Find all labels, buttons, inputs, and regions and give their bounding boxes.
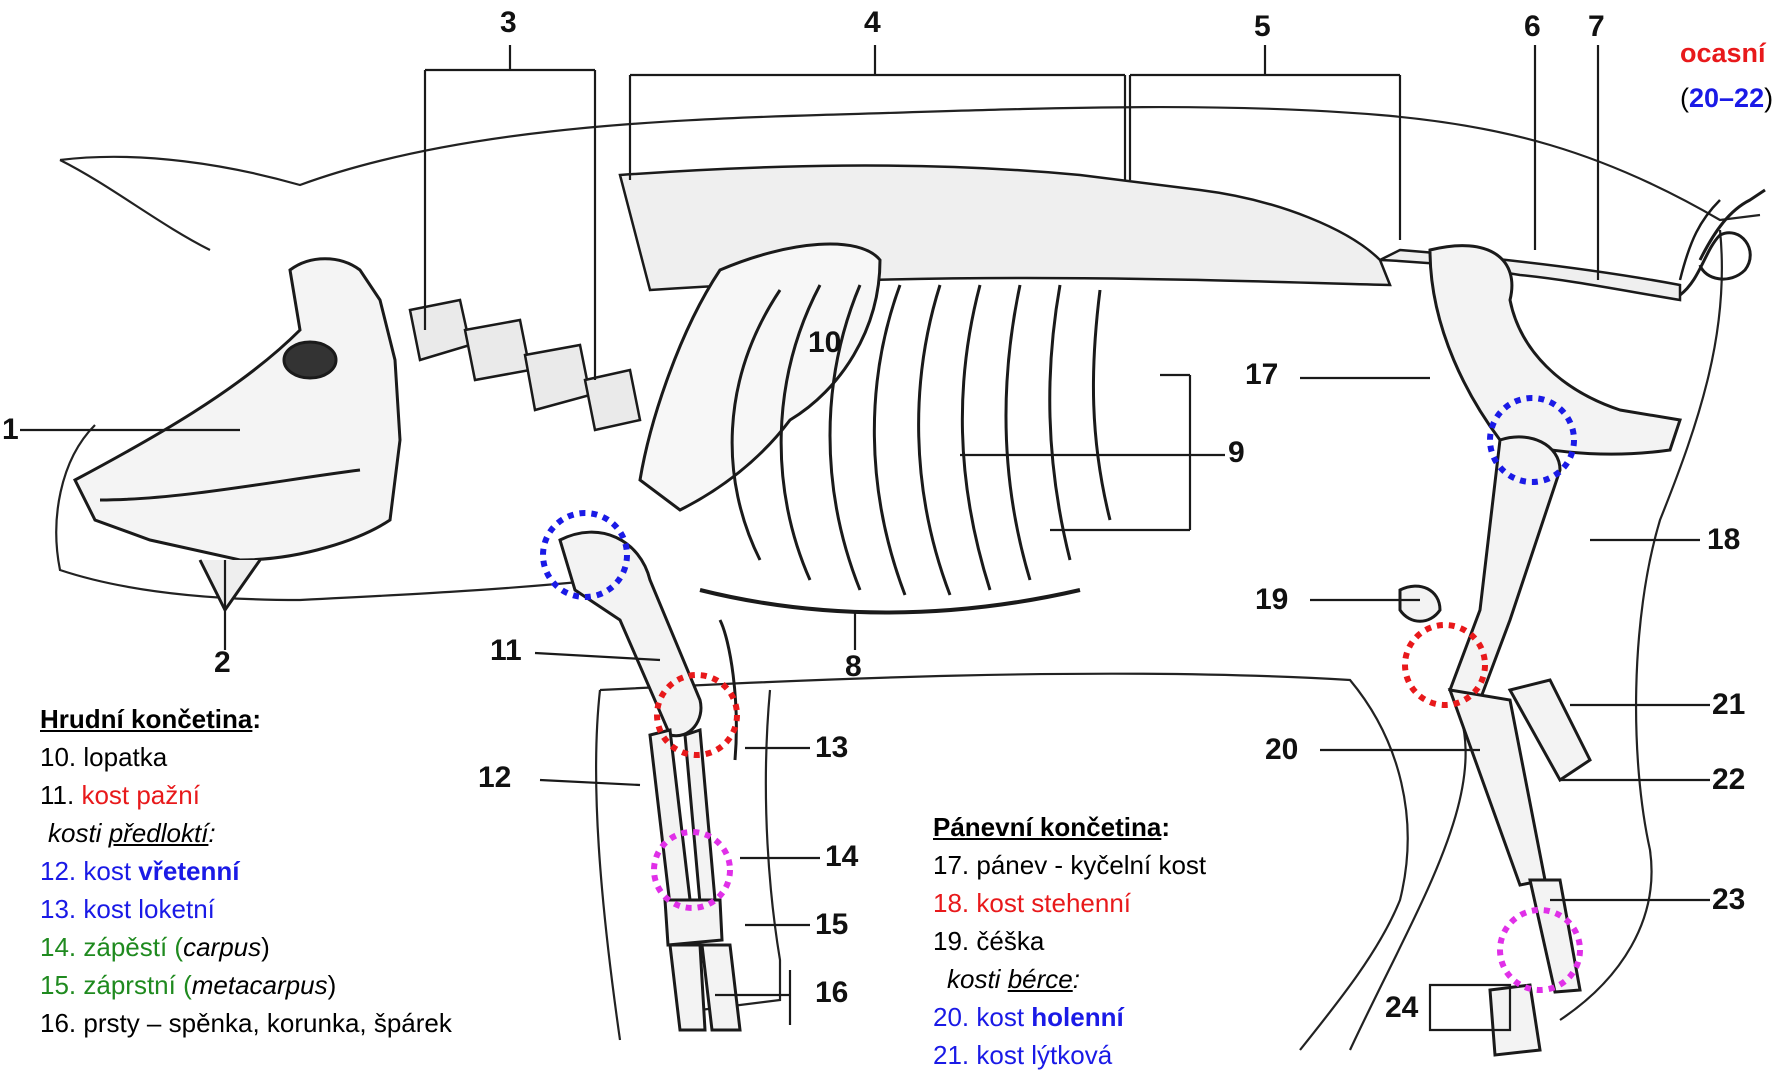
- shank-subheading: kosti bérce:: [933, 960, 1206, 998]
- legend-item-15: 15. záprstní (metacarpus): [40, 966, 452, 1004]
- tail-note-range: 20–22: [1689, 83, 1764, 113]
- legend-item-11: 11. kost pažní: [40, 776, 452, 814]
- legend-item-11-name: kost pažní: [81, 780, 200, 810]
- shank-word: bérce: [1008, 964, 1073, 994]
- legend-item-20-prefix: 20. kost: [933, 1002, 1031, 1032]
- callout-23: 23: [1712, 885, 1745, 915]
- tail-note-open-paren: (: [1680, 83, 1689, 113]
- callout-5: 5: [1254, 12, 1271, 42]
- legend-item-12: 12. kost vřetenní: [40, 852, 452, 890]
- legend-item-12-bold: vřetenní: [138, 856, 239, 886]
- tail-note-word: ocasní: [1680, 40, 1773, 67]
- callout-21: 21: [1712, 690, 1745, 720]
- legend-item-14-latin: carpus: [183, 932, 261, 962]
- callout-10: 10: [808, 328, 841, 358]
- shank-suffix: :: [1073, 964, 1080, 994]
- legend-item-20: 20. kost holenní: [933, 998, 1206, 1036]
- legend-item-21: 21. kost lýtková: [933, 1036, 1206, 1074]
- legend-item-16: 16. prsty – spěnka, korunka, špárek: [40, 1004, 452, 1042]
- legend-item-18: 18. kost stehenní: [933, 884, 1206, 922]
- callout-11: 11: [490, 636, 522, 666]
- hindlimb-bones: [1400, 437, 1590, 1055]
- callout-7: 7: [1588, 12, 1605, 42]
- legend-item-13: 13. kost loketní: [40, 890, 452, 928]
- legend-item-14-close: ): [261, 932, 270, 962]
- hindlimb-heading-row: Pánevní končetina:: [933, 808, 1206, 846]
- legend-item-15-text: 15. záprstní (: [40, 970, 192, 1000]
- forelimb-heading-colon: :: [252, 704, 261, 734]
- callout-6: 6: [1524, 12, 1541, 42]
- legend-item-20-bold: holenní: [1031, 1002, 1123, 1032]
- hindlimb-heading-colon: :: [1161, 812, 1170, 842]
- callout-14: 14: [825, 842, 858, 872]
- tail-vertebrae-note: ocasní (20–22): [1680, 40, 1773, 112]
- callout-16: 16: [815, 978, 848, 1008]
- callout-17: 17: [1245, 360, 1278, 390]
- forelimb-bones: [560, 532, 740, 1030]
- forelimb-heading: Hrudní končetina: [40, 704, 252, 734]
- forearm-prefix: kosti: [48, 818, 109, 848]
- forearm-suffix: :: [208, 818, 215, 848]
- callout-20: 20: [1265, 735, 1298, 765]
- forelimb-legend: Hrudní končetina: 10. lopatka 11. kost p…: [40, 700, 452, 1042]
- hindlimb-legend: Pánevní končetina: 17. pánev - kyčelní k…: [933, 808, 1206, 1074]
- callout-18: 18: [1707, 525, 1740, 555]
- legend-item-14-text: 14. zápěstí (: [40, 932, 183, 962]
- callout-3: 3: [500, 8, 517, 38]
- legend-item-12-prefix: 12. kost: [40, 856, 138, 886]
- tail-note-range-line: (20–22): [1680, 85, 1773, 112]
- legend-item-19: 19. čéška: [933, 922, 1206, 960]
- legend-item-11-number: 11.: [40, 780, 81, 810]
- forearm-subheading: kosti předloktí:: [40, 814, 452, 852]
- tail-note-close-paren: ): [1764, 83, 1773, 113]
- callout-24: 24: [1385, 993, 1418, 1023]
- shank-prefix: kosti: [947, 964, 1008, 994]
- cervical-vertebrae: [410, 300, 640, 430]
- callout-8: 8: [845, 652, 862, 682]
- callout-12: 12: [478, 763, 511, 793]
- callout-15: 15: [815, 910, 848, 940]
- callout-1: 1: [2, 415, 19, 445]
- legend-item-10: 10. lopatka: [40, 738, 452, 776]
- forearm-word: předloktí: [109, 818, 209, 848]
- legend-item-17: 17. pánev - kyčelní kost: [933, 846, 1206, 884]
- callout-2: 2: [214, 648, 231, 678]
- legend-item-15-close: ): [328, 970, 337, 1000]
- skull: [75, 259, 400, 610]
- callout-9: 9: [1228, 438, 1245, 468]
- legend-item-15-latin: metacarpus: [192, 970, 328, 1000]
- legend-item-14: 14. zápěstí (carpus): [40, 928, 452, 966]
- callout-19: 19: [1255, 585, 1288, 615]
- callout-13: 13: [815, 733, 848, 763]
- callout-4: 4: [864, 8, 881, 38]
- forelimb-heading-row: Hrudní končetina:: [40, 700, 452, 738]
- callout-22: 22: [1712, 765, 1745, 795]
- hindlimb-heading: Pánevní končetina: [933, 812, 1161, 842]
